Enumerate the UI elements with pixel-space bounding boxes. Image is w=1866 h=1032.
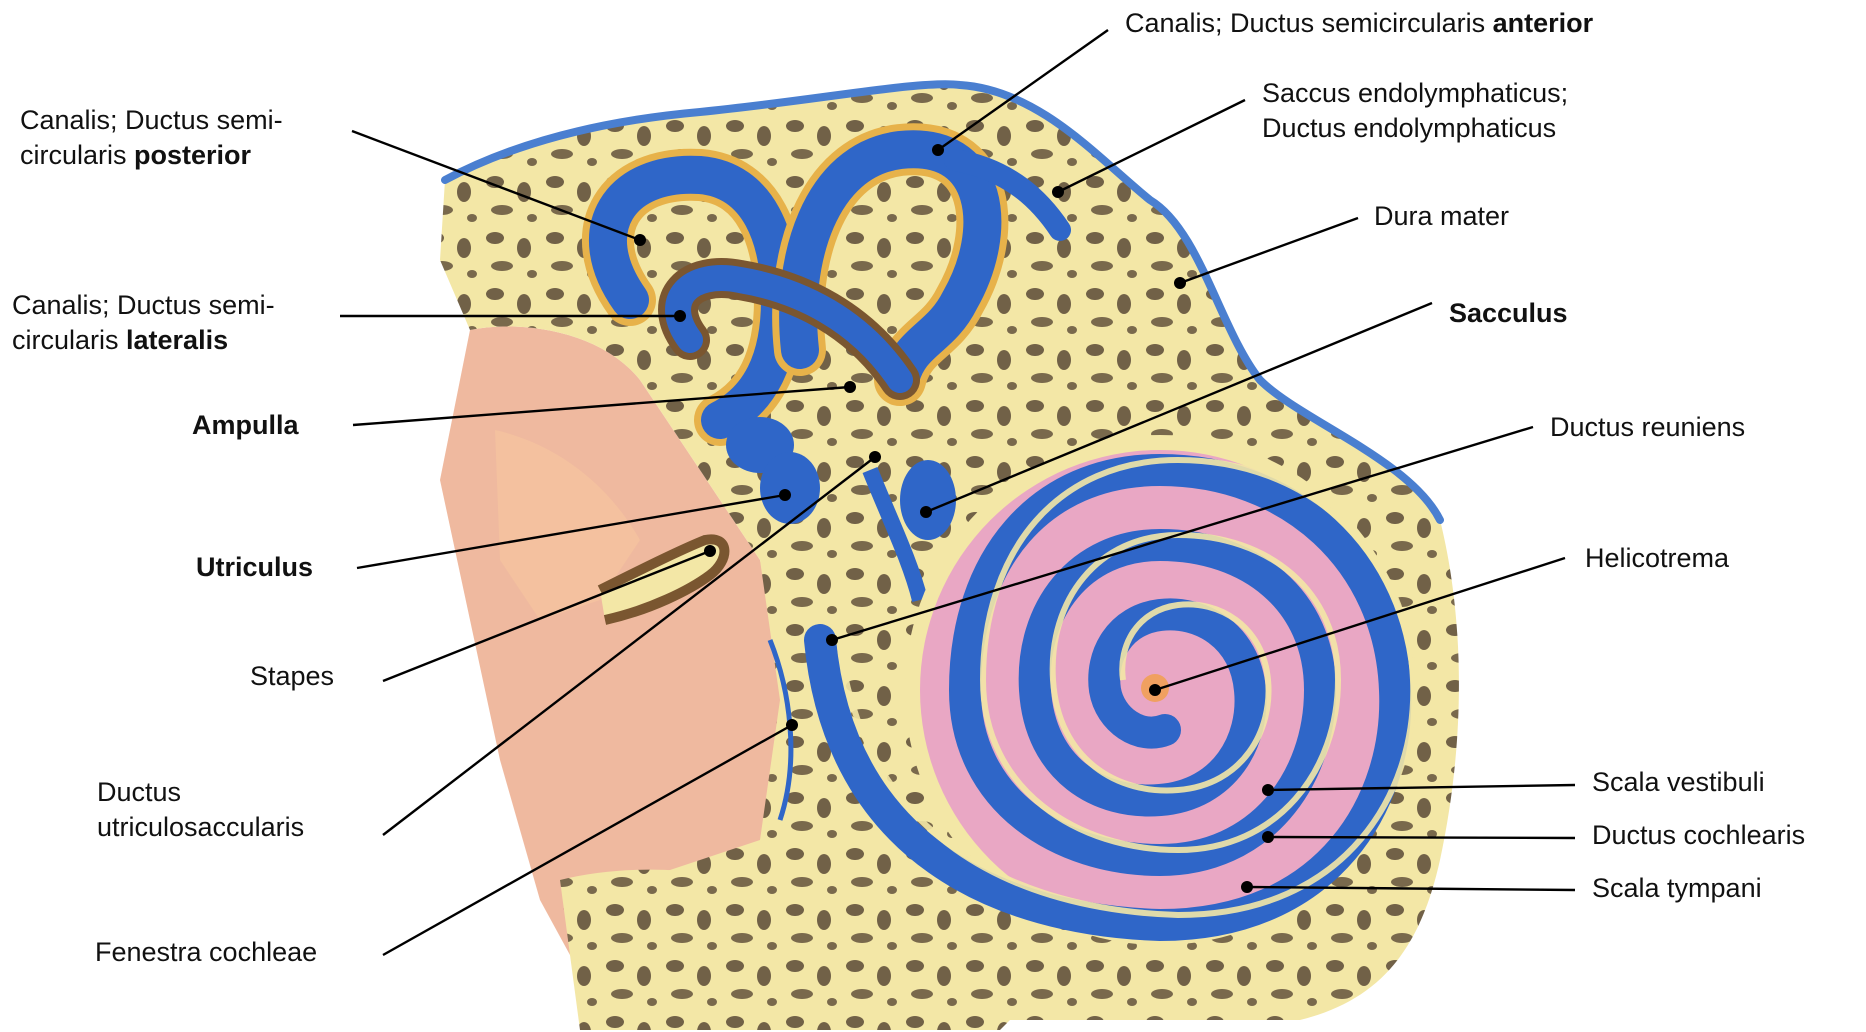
label-canal-posterior: Canalis; Ductus semi- circularis posteri… (20, 103, 283, 173)
label-utriculosacc-line1: Ductus (97, 775, 304, 810)
label-dura-mater: Dura mater (1374, 199, 1509, 234)
label-canal-posterior-line2: circularis (20, 140, 134, 170)
label-ductus-cochlearis: Ductus cochlearis (1592, 818, 1805, 853)
label-helicotrema: Helicotrema (1585, 541, 1729, 576)
label-stapes: Stapes (250, 659, 334, 694)
label-ductus-reuniens: Ductus reuniens (1550, 410, 1745, 445)
label-saccus-line2: Ductus endolymphaticus (1262, 111, 1568, 146)
label-canal-lateralis-line1: Canalis; Ductus semi- (12, 288, 275, 323)
label-ampulla: Ampulla (192, 408, 299, 443)
label-scala-tympani: Scala tympani (1592, 871, 1762, 906)
sacculus-shape (900, 460, 956, 540)
utriculus-shape (760, 452, 820, 524)
label-sacculus: Sacculus (1449, 296, 1568, 331)
label-canal-anterior: Canalis; Ductus semicircularis anterior (1125, 6, 1593, 41)
label-canal-anterior-text: Canalis; Ductus semicircularis (1125, 8, 1493, 38)
label-canal-anterior-bold: anterior (1493, 8, 1594, 38)
label-canal-lateralis-bold: lateralis (126, 325, 228, 355)
label-canal-posterior-line1: Canalis; Ductus semi- (20, 103, 283, 138)
label-canal-lateralis-line2: circularis (12, 325, 126, 355)
label-fenestra-cochleae: Fenestra cochleae (95, 935, 317, 970)
label-sacculus-text: Sacculus (1449, 298, 1568, 328)
label-canal-lateralis: Canalis; Ductus semi- circularis lateral… (12, 288, 275, 358)
label-canal-posterior-bold: posterior (134, 140, 251, 170)
label-saccus-line1: Saccus endolymphaticus; (1262, 76, 1568, 111)
label-utriculus-text: Utriculus (196, 552, 313, 582)
label-ductus-utriculosaccularis: Ductus utriculosaccularis (97, 775, 304, 845)
label-saccus-endolymphaticus: Saccus endolymphaticus; Ductus endolymph… (1262, 76, 1568, 146)
label-utriculosacc-line2: utriculosaccularis (97, 810, 304, 845)
label-ampulla-text: Ampulla (192, 410, 299, 440)
label-utriculus: Utriculus (196, 550, 313, 585)
label-scala-vestibuli: Scala vestibuli (1592, 765, 1765, 800)
